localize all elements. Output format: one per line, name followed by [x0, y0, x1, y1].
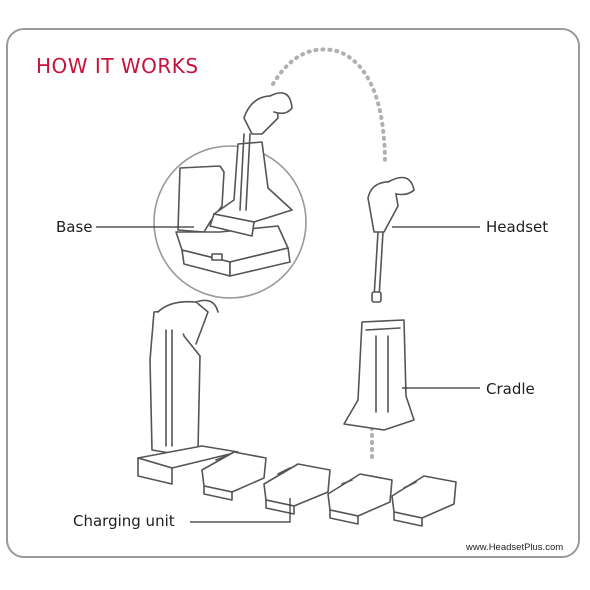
label-charging-unit: Charging unit — [73, 512, 175, 530]
charging-unit-leader-line — [190, 498, 291, 523]
label-headset: Headset — [486, 218, 549, 236]
label-cradle: Cradle — [486, 380, 535, 398]
wireless-link-upper — [271, 47, 387, 167]
label-base: Base — [56, 218, 93, 236]
charging-unit-illustration — [137, 299, 457, 527]
base-illustration — [153, 92, 307, 299]
diagram-title: HOW IT WORKS — [36, 54, 199, 78]
headset-illustration — [367, 176, 415, 303]
cradle-illustration — [343, 319, 415, 431]
watermark-url: www.HeadsetPlus.com — [466, 542, 564, 553]
